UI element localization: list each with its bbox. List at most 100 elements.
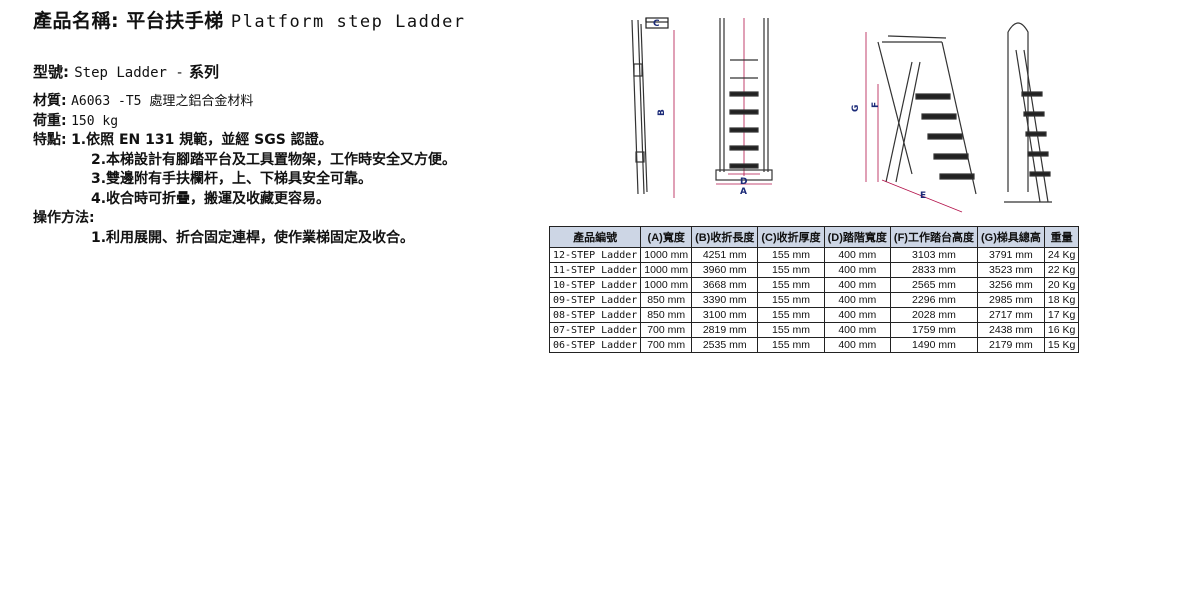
model-value-cn: 系列 xyxy=(189,63,220,81)
table-cell: 155 mm xyxy=(757,262,825,278)
table-header: (A)寬度 xyxy=(640,226,693,248)
table-cell: 4251 mm xyxy=(691,247,759,263)
label-b: B xyxy=(657,109,667,116)
material-label: 材質: xyxy=(33,93,67,109)
table-cell: 400 mm xyxy=(823,262,891,278)
table-cell: 08-STEP Ladder xyxy=(548,307,642,323)
table-cell: 20 Kg xyxy=(1043,277,1080,293)
label-a: A xyxy=(740,187,747,197)
table-header: (F)工作踏台高度 xyxy=(889,226,978,248)
product-title: 產品名稱: 平台扶手梯 Platform step Ladder xyxy=(33,6,553,34)
table-cell: 850 mm xyxy=(640,292,693,308)
table-cell: 3390 mm xyxy=(691,292,759,308)
operation-line: 操作方法: xyxy=(33,209,553,229)
feature-item: 1.依照 EN 131 規範，並經 SGS 認證。 xyxy=(71,132,333,148)
model-label: 型號: xyxy=(33,63,69,81)
table-cell: 3960 mm xyxy=(691,262,759,278)
table-cell: 1490 mm xyxy=(889,337,978,353)
spec-table: 產品編號 (A)寬度 (B)收折長度 (C)收折厚度 (D)踏階寬度 (F)工作… xyxy=(548,226,1080,353)
operation-label: 操作方法: xyxy=(33,210,95,226)
table-cell: 2179 mm xyxy=(976,337,1045,353)
model-value-en: Step Ladder - xyxy=(74,65,184,81)
table-cell: 155 mm xyxy=(757,307,825,323)
label-c: C xyxy=(653,19,660,29)
table-cell: 1759 mm xyxy=(889,322,978,338)
open-perspective-view xyxy=(865,32,977,213)
table-cell: 16 Kg xyxy=(1043,322,1080,338)
table-header: (D)踏階寬度 xyxy=(823,226,891,248)
folded-side-view xyxy=(631,17,675,198)
features-label: 特點: xyxy=(33,132,67,148)
table-cell: 2717 mm xyxy=(976,307,1045,323)
table-cell: 3523 mm xyxy=(976,262,1045,278)
table-cell: 155 mm xyxy=(757,277,825,293)
table-cell: 400 mm xyxy=(823,307,891,323)
feature-item: 4.收合時可折疊，搬運及收藏更容易。 xyxy=(91,190,331,207)
model-line: 型號: Step Ladder - 系列 xyxy=(33,61,553,82)
table-cell: 400 mm xyxy=(823,337,891,353)
table-cell: 18 Kg xyxy=(1043,292,1080,308)
table-cell: 3668 mm xyxy=(691,277,759,293)
table-cell: 2028 mm xyxy=(889,307,978,323)
label-f: F xyxy=(871,102,881,108)
table-cell: 2985 mm xyxy=(976,292,1045,308)
table-cell: 400 mm xyxy=(823,247,891,263)
label-g: G xyxy=(851,105,861,112)
table-header: (C)收折厚度 xyxy=(757,226,825,248)
table-cell: 400 mm xyxy=(823,277,891,293)
table-cell: 700 mm xyxy=(640,337,693,353)
table-cell: 09-STEP Ladder xyxy=(548,292,642,308)
table-cell: 1000 mm xyxy=(640,247,693,263)
label-d: D xyxy=(740,177,747,187)
table-cell: 2296 mm xyxy=(889,292,978,308)
label-e: E xyxy=(920,191,926,201)
feature-item: 3.雙邊附有手扶欄杆，上、下梯具安全可靠。 xyxy=(91,171,373,187)
material-line: 材質: A6063 -T5 處理之鋁合金材料 xyxy=(33,92,553,112)
table-cell: 22 Kg xyxy=(1043,262,1080,278)
table-cell: 3100 mm xyxy=(691,307,759,323)
side-open-view xyxy=(1004,22,1052,203)
table-cell: 155 mm xyxy=(757,322,825,338)
table-cell: 2535 mm xyxy=(691,337,759,353)
table-cell: 2819 mm xyxy=(691,322,759,338)
table-cell: 3256 mm xyxy=(976,277,1045,293)
features-line: 特點: 1.依照 EN 131 規範，並經 SGS 認證。 xyxy=(33,131,553,151)
product-info: 產品名稱: 平台扶手梯 Platform step Ladder 型號: Ste… xyxy=(33,6,553,248)
table-cell: 10-STEP Ladder xyxy=(548,277,642,293)
table-header: 產品編號 xyxy=(548,226,642,248)
table-cell: 07-STEP Ladder xyxy=(548,322,642,338)
table-cell: 700 mm xyxy=(640,322,693,338)
table-cell: 400 mm xyxy=(823,292,891,308)
table-cell: 3103 mm xyxy=(889,247,978,263)
product-title-en: Platform step Ladder xyxy=(230,12,466,32)
front-view xyxy=(715,18,773,185)
table-cell: 17 Kg xyxy=(1043,307,1080,323)
table-cell: 1000 mm xyxy=(640,262,693,278)
table-cell: 06-STEP Ladder xyxy=(548,337,642,353)
table-cell: 850 mm xyxy=(640,307,693,323)
table-cell: 24 Kg xyxy=(1043,247,1080,263)
table-cell: 400 mm xyxy=(823,322,891,338)
load-value: 150 kg xyxy=(71,113,119,129)
table-cell: 155 mm xyxy=(757,247,825,263)
ladder-diagrams: C B D A G F E xyxy=(620,12,1150,224)
table-header: (B)收折長度 xyxy=(691,226,759,248)
table-cell: 3791 mm xyxy=(976,247,1045,263)
material-value: A6063 -T5 處理之鋁合金材料 xyxy=(71,94,254,109)
operation-item: 1.利用展開、折合固定連桿，使作業梯固定及收合。 xyxy=(91,229,415,246)
product-title-cn: 產品名稱: 平台扶手梯 xyxy=(33,10,224,32)
feature-item: 2.本梯設計有腳踏平台及工具置物架，工作時安全又方便。 xyxy=(91,151,457,168)
ladder-drawing-svg: C B D A G F E xyxy=(631,17,1052,213)
table-cell: 2438 mm xyxy=(976,322,1045,338)
table-cell: 155 mm xyxy=(757,292,825,308)
table-cell: 2833 mm xyxy=(889,262,978,278)
table-cell: 12-STEP Ladder xyxy=(548,247,642,263)
